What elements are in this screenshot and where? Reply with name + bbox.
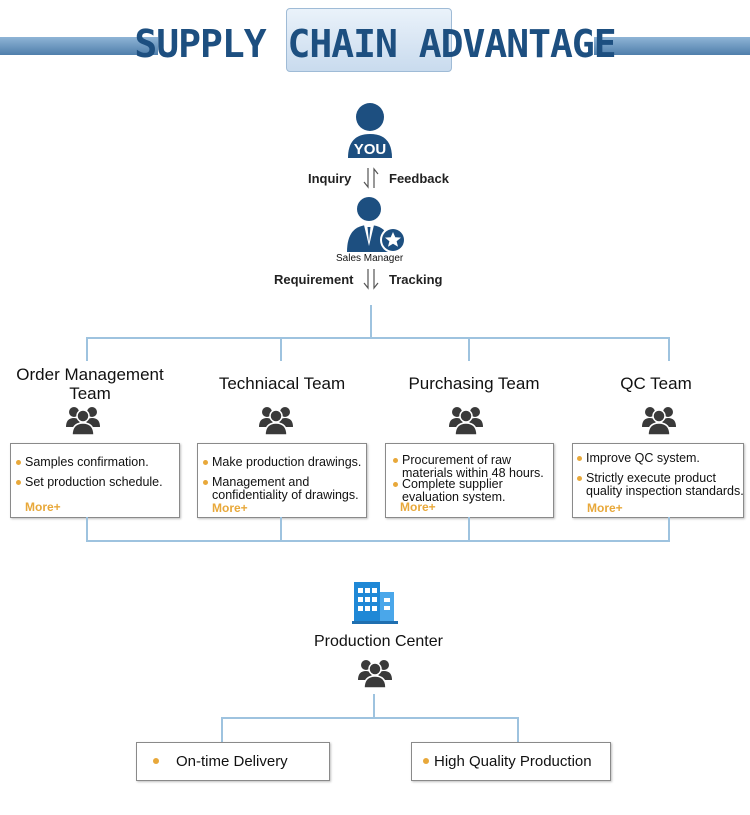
team-group-icon	[642, 407, 676, 435]
list-item: Complete supplier evaluation system.	[390, 478, 530, 503]
connector-drop-1	[86, 337, 88, 361]
team-box-qc: Improve QC system. Strictly execute prod…	[572, 443, 744, 518]
team-box-order-management: Samples confirmation. Set production sch…	[10, 443, 180, 518]
team-group-icon	[259, 407, 293, 435]
page-title: SUPPLY CHAIN ADVANTAGE	[134, 22, 616, 66]
connector-drop-3	[468, 337, 470, 361]
connector-production-horizontal	[221, 717, 519, 719]
banner-right-bar	[594, 37, 750, 55]
team-title-order-management: Order Management Team	[16, 365, 164, 403]
list-item: Procurement of raw materials within 48 h…	[390, 454, 558, 479]
connector-drop-4	[668, 337, 670, 361]
team-box-purchasing: Procurement of raw materials within 48 h…	[385, 443, 554, 518]
title-highlight-box	[286, 8, 452, 72]
list-item: Make production drawings.	[200, 456, 374, 469]
result-label: On-time Delivery	[176, 753, 288, 770]
team-group-icon	[66, 407, 100, 435]
list-item: Set production schedule.	[13, 476, 180, 489]
team-title-purchasing: Purchasing Team	[408, 374, 540, 393]
more-link[interactable]: More+	[212, 501, 248, 515]
team-group-icon	[358, 660, 392, 688]
connector-rise-1	[86, 517, 88, 541]
list-item: Samples confirmation.	[13, 456, 180, 469]
requirement-label: Requirement	[274, 272, 354, 287]
team-group-icon	[449, 407, 483, 435]
team-title-qc: QC Team	[620, 374, 692, 393]
connector-rise-2	[280, 517, 282, 541]
customer-you-icon: YOU	[348, 103, 392, 158]
more-link[interactable]: More+	[587, 501, 623, 515]
result-box-on-time-delivery: On-time Delivery	[136, 742, 330, 781]
up-down-arrows-icon	[363, 167, 379, 189]
connector-rise-3	[468, 517, 470, 541]
result-label: High Quality Production	[434, 753, 592, 770]
connector-trunk	[370, 305, 372, 338]
connector-rise-4	[668, 517, 670, 541]
list-item: Strictly execute product quality inspect…	[574, 472, 750, 497]
team-box-technical: Make production drawings. Management and…	[197, 443, 367, 518]
inquiry-label: Inquiry	[308, 171, 352, 186]
feedback-label: Feedback	[389, 171, 449, 186]
connector-top-horizontal	[86, 337, 670, 339]
production-center-label: Production Center	[314, 633, 443, 650]
result-box-high-quality-production: High Quality Production	[411, 742, 611, 781]
bullet-dot	[423, 758, 429, 764]
connector-production-trunk	[373, 694, 375, 718]
connector-drop-2	[280, 337, 282, 361]
connector-production-left	[221, 717, 223, 743]
you-badge: YOU	[354, 141, 387, 158]
bullet-dot	[153, 758, 159, 764]
sales-manager-label: Sales Manager	[336, 253, 404, 264]
list-item: Improve QC system.	[574, 452, 746, 465]
more-link[interactable]: More+	[25, 500, 61, 514]
connector-bottom-horizontal	[86, 540, 670, 542]
sales-manager-icon	[347, 197, 406, 253]
down-arrows-icon	[363, 269, 379, 290]
connector-production-right	[517, 717, 519, 743]
list-item: Management and confidentiality of drawin…	[200, 476, 370, 501]
tracking-label: Tracking	[389, 272, 443, 287]
building-icon	[352, 582, 398, 624]
banner-left-bar	[0, 37, 158, 55]
more-link[interactable]: More+	[400, 500, 436, 514]
team-title-technical: Techniacal Team	[218, 374, 346, 393]
